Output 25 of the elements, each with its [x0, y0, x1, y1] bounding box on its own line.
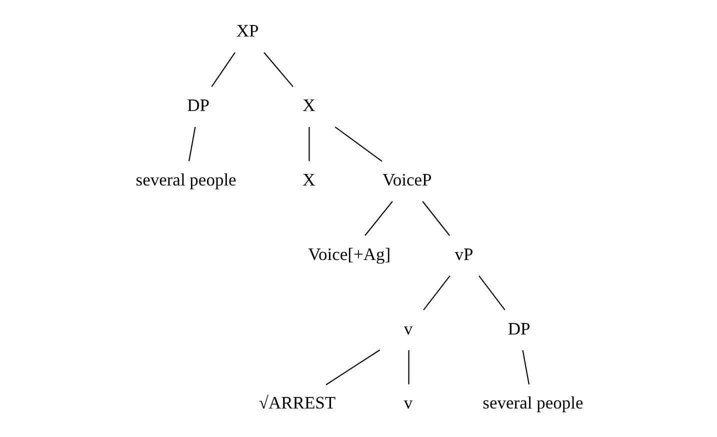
connector: [188, 126, 196, 162]
node-text: X: [302, 169, 315, 190]
node-text: Voice[+Ag]: [308, 244, 390, 264]
node-text: vP: [454, 244, 473, 264]
node-text: XP: [236, 20, 258, 41]
node-text: v: [403, 392, 412, 413]
node-text: √ARREST: [258, 392, 336, 413]
node-text: DP: [186, 95, 210, 116]
node-text: v: [403, 318, 412, 338]
connector: [364, 201, 392, 236]
node-text: VoiceP: [382, 169, 432, 190]
connector: [325, 350, 380, 386]
connector: [422, 275, 450, 310]
connector: [422, 201, 450, 236]
connector: [522, 350, 530, 384]
node-text: X: [302, 95, 315, 116]
connector: [334, 126, 382, 162]
connector: [408, 350, 409, 384]
node-text: DP: [507, 318, 530, 338]
connector: [263, 52, 293, 88]
connector: [210, 52, 235, 87]
node-text: several people: [482, 392, 583, 413]
connector: [308, 126, 310, 162]
connector: [478, 275, 505, 310]
node-text: several people: [135, 169, 236, 190]
